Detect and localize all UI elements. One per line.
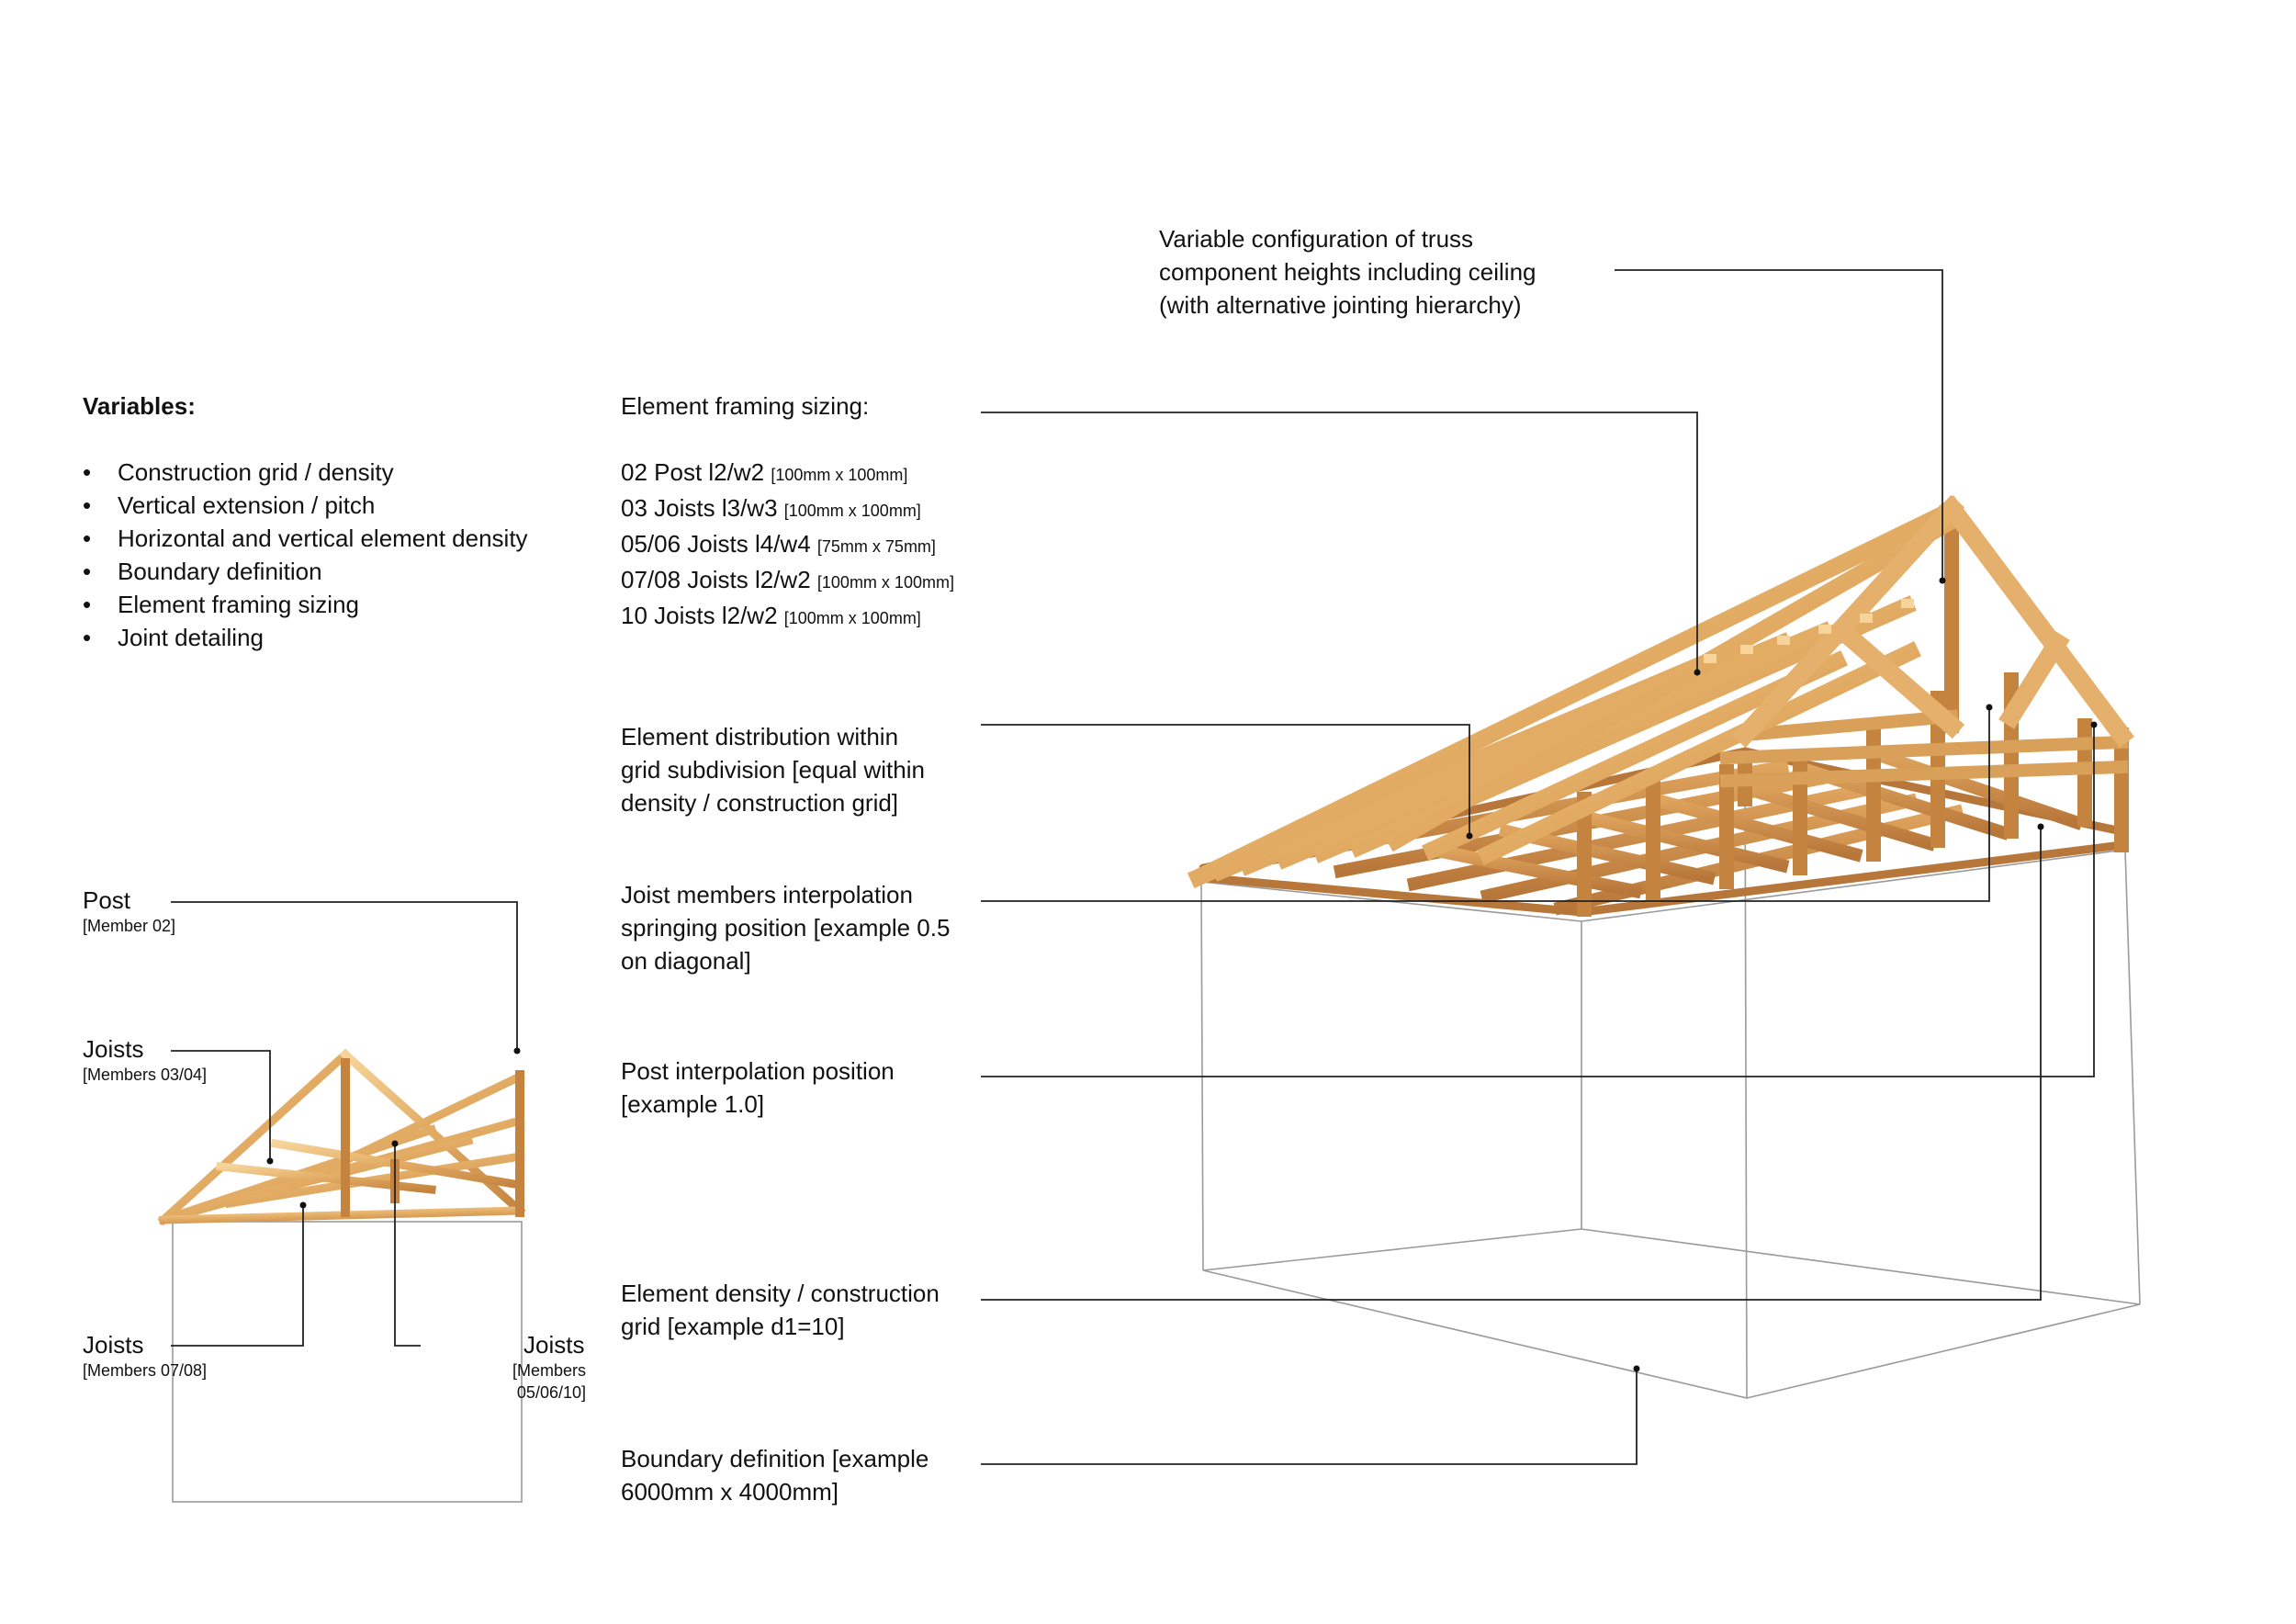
member-sub-joists-a: [Members 03/04] — [83, 1066, 208, 1084]
note-boundary: Boundary definition [example 6000mm x 40… — [621, 1445, 929, 1506]
framing-heading: Element framing sizing: — [621, 392, 870, 420]
list-item: 02 Post l2/w2 [100mm x 100mm] — [621, 458, 908, 486]
leader-dots — [266, 577, 2098, 1372]
list-item: 07/08 Joists l2/w2 [100mm x 100mm] — [621, 566, 954, 593]
list-item: •Boundary definition — [83, 558, 322, 585]
list-item: 10 Joists l2/w2 [100mm x 100mm] — [621, 602, 921, 629]
small-roof-model — [157, 1048, 526, 1503]
member-sub-joists-c: [Members 05/06/10] — [512, 1361, 586, 1402]
member-sub-joists-b: [Members 07/08] — [83, 1361, 208, 1380]
list-item: •Construction grid / density — [83, 458, 394, 486]
member-label-joists-b: Joists — [83, 1331, 144, 1359]
list-item: •Horizontal and vertical element density — [83, 524, 528, 552]
large-roof-frame — [1187, 494, 2134, 917]
list-item: •Vertical extension / pitch — [83, 491, 376, 519]
note-post-interpolation: Post interpolation position [example 1.0… — [621, 1057, 895, 1118]
member-label-post: Post — [83, 886, 131, 914]
member-label-joists-a: Joists — [83, 1035, 144, 1063]
note-element-density: Element density / construction grid [exa… — [621, 1280, 940, 1340]
leader-lines — [171, 269, 2095, 1465]
note-distribution: Element distribution within grid subdivi… — [621, 723, 925, 817]
member-sub-post: [Member 02] — [83, 917, 176, 935]
list-item: 05/06 Joists l4/w4 [75mm x 75mm] — [621, 530, 936, 558]
list-item: 03 Joists l3/w3 [100mm x 100mm] — [621, 494, 921, 522]
list-item: •Element framing sizing — [83, 591, 359, 618]
variables-list: •Construction grid / density •Vertical e… — [83, 456, 528, 654]
framing-list: 02 Post l2/w2 [100mm x 100mm] 03 Joists … — [621, 456, 954, 635]
note-joist-interpolation: Joist members interpolation springing po… — [621, 881, 951, 975]
note-truss-heights: Variable configuration of truss componen… — [1159, 225, 1536, 319]
member-label-joists-c: Joists — [523, 1331, 585, 1359]
list-item: •Joint detailing — [83, 624, 264, 651]
variables-heading: Variables: — [83, 392, 196, 420]
